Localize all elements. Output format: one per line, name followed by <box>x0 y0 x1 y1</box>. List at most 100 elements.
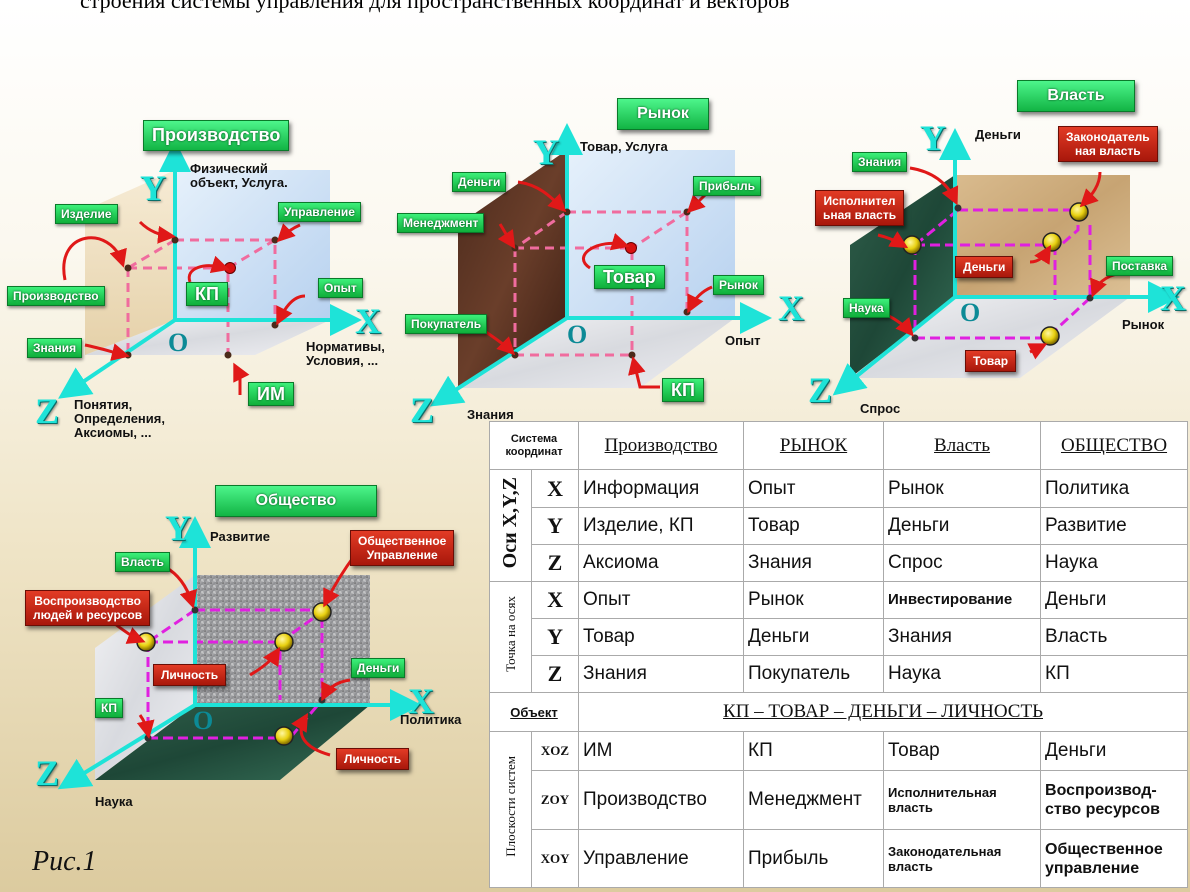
market-origin-label: O <box>567 320 588 349</box>
table-cell: КП <box>1040 654 1189 694</box>
table-cell: Деньги <box>743 617 885 657</box>
table-corner: Система координат <box>488 420 580 471</box>
production-tag-kp: КП <box>186 282 228 306</box>
society-tag-kp: КП <box>95 698 123 718</box>
table-cell: Прибыль <box>743 829 885 888</box>
diagram-power <box>832 128 1180 396</box>
society-axis-z-label: Z <box>35 753 60 793</box>
table-cell: Политика <box>1040 469 1189 508</box>
power-axis-z-label: Z <box>808 370 833 410</box>
production-tag-izdelie: Изделие <box>55 204 118 224</box>
production-z-caption: Понятия, Определения, Аксиомы, ... <box>74 397 165 440</box>
production-axis-y-label: Y <box>140 168 166 208</box>
power-tag-dengi: Деньги <box>955 256 1014 278</box>
production-x-caption: Нормативы, Условия, ... <box>306 339 385 368</box>
production-tag-upravlenie: Управление <box>278 202 361 222</box>
society-origin-label: O <box>193 706 214 735</box>
society-tag-obshch: Общественное Управление <box>350 530 455 566</box>
table-row: Y Изделие, КП Товар Деньги Развитие <box>490 506 1189 545</box>
production-origin-label: O <box>168 328 189 357</box>
table-cell: Товар <box>578 617 745 657</box>
power-axis-y-label: Y <box>920 118 946 158</box>
society-x-caption: Политика <box>400 712 462 727</box>
header-society: ОБЩЕСТВО <box>1040 420 1189 471</box>
table-cell: Деньги <box>1040 731 1189 772</box>
header-production: Производство <box>578 420 745 471</box>
society-z-caption: Наука <box>95 794 133 809</box>
power-tag-znaniya: Знания <box>852 152 908 172</box>
table-cell: Законодательная власть <box>883 829 1042 888</box>
table-cell: Наука <box>1040 543 1189 582</box>
power-x-caption: Рынок <box>1122 317 1165 332</box>
production-tag-znaniya: Знания <box>27 338 83 358</box>
plane-cell: XOY <box>530 829 580 888</box>
axis-cell: X <box>530 469 580 508</box>
market-tag-rynok: Рынок <box>713 275 764 295</box>
table-cell: Наука <box>883 654 1042 694</box>
society-tag-lichnost-2: Личность <box>336 748 410 770</box>
society-axis-y-label: Y <box>165 508 191 548</box>
table-cell: Знания <box>578 654 745 694</box>
table-row: Оси X,Y,Z X Информация Опыт Рынок Полити… <box>489 469 1189 582</box>
table-object-row: Объект КП – ТОВАР – ДЕНЬГИ – ЛИЧНОСТЬ <box>488 692 1189 733</box>
table-cell: Спрос <box>883 543 1042 582</box>
table-cell: Знания <box>883 617 1042 657</box>
table-row: Z Знания Покупатель Наука КП <box>490 654 1189 694</box>
production-axis-x-label: X <box>355 301 381 341</box>
market-x-caption: Опыт <box>725 333 761 348</box>
society-y-caption: Развитие <box>210 529 270 544</box>
object-label: Объект <box>488 692 580 733</box>
coordinates-table: Система координат Производство РЫНОК Вла… <box>488 420 1189 888</box>
table-cell: Управление <box>578 829 745 888</box>
axis-cell: Z <box>530 543 580 582</box>
table-cell: Производство <box>578 770 745 831</box>
table-header-row: Система координат Производство РЫНОК Вла… <box>488 420 1189 471</box>
society-tag-lichnost-1: Личность <box>153 664 227 686</box>
header-power: Власть <box>883 420 1042 471</box>
table-cell: Покупатель <box>743 654 885 694</box>
table-cell: Аксиома <box>578 543 745 582</box>
table-cell: ИМ <box>578 731 745 772</box>
header-market: РЫНОК <box>743 420 885 471</box>
table-row: Y Товар Деньги Знания Власть <box>490 617 1189 657</box>
market-tag-kp: КП <box>662 378 704 402</box>
power-tag-postavka: Поставка <box>1106 256 1174 276</box>
production-y-caption: Физический объект, Услуга. <box>190 161 288 190</box>
society-tag-vlast: Власть <box>115 552 170 572</box>
table-cell: Опыт <box>743 469 885 508</box>
table-cell: Рынок <box>883 469 1042 508</box>
table-cell: Деньги <box>883 506 1042 545</box>
market-axis-y-label: Y <box>533 132 559 172</box>
market-tag-pribyl: Прибыль <box>693 176 761 196</box>
table-cell: Товар <box>883 731 1042 772</box>
market-tag-pokupatel: Покупатель <box>405 314 488 334</box>
table-cell: Власть <box>1040 617 1189 657</box>
power-origin-label: O <box>960 298 981 327</box>
table-row: ZOY Производство Менеджмент Исполнительн… <box>490 770 1189 831</box>
table-cell: Исполнительная власть <box>883 770 1042 831</box>
production-tag-opyt: Опыт <box>318 278 363 298</box>
object-value: КП – ТОВАР – ДЕНЬГИ – ЛИЧНОСТЬ <box>578 692 1189 733</box>
market-tag-dengi: Деньги <box>452 172 507 192</box>
market-tag-menedzhment: Менеджмент <box>397 213 485 233</box>
production-axis-z-label: Z <box>35 391 60 431</box>
plane-cell: XOZ <box>530 731 580 772</box>
market-title: Рынок <box>617 98 709 130</box>
table-cell: Товар <box>743 506 885 545</box>
figure-caption: Рис.1 <box>32 846 97 877</box>
power-title: Власть <box>1017 80 1135 112</box>
power-tag-ispolnitel: Исполнител ьная власть <box>815 190 905 226</box>
table-cell: Деньги <box>1040 580 1189 619</box>
power-tag-zakonodatel: Законодатель ная власть <box>1058 126 1158 162</box>
table-cell: Инвестирование <box>883 580 1042 619</box>
top-cut-text: строения системы управления для простран… <box>80 0 790 13</box>
table-cell: КП <box>743 731 885 772</box>
society-tag-dengi: Деньги <box>351 658 406 678</box>
table-cell: Воспроизвод-ство ресурсов <box>1040 770 1189 831</box>
power-y-caption: Деньги <box>975 127 1021 142</box>
power-tag-nauka: Наука <box>843 298 890 318</box>
group-planes: Плоскости систем <box>489 731 532 888</box>
society-tag-vosproizv: Воспроизводство людей и ресурсов <box>25 590 151 626</box>
table-cell: Менеджмент <box>743 770 885 831</box>
